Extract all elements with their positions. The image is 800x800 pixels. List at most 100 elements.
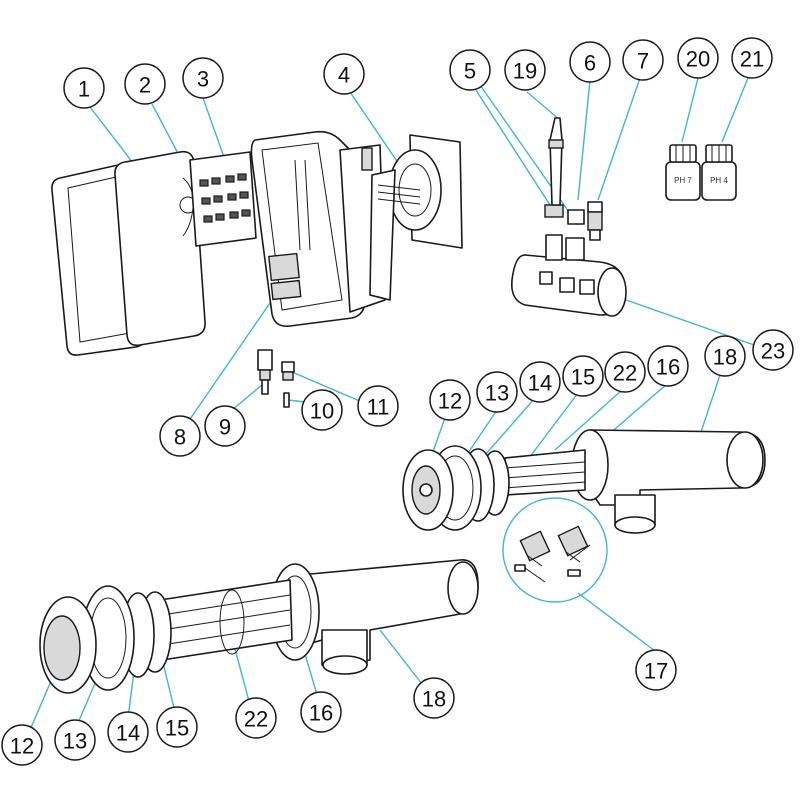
leader-8 (187, 299, 273, 423)
part-7-sensor (587, 201, 603, 241)
leader-11 (291, 371, 363, 403)
callout-11-label: 11 (367, 395, 390, 420)
callout-7: 7 (622, 39, 664, 81)
callout-16-bottom-label: 16 (309, 701, 333, 726)
callout-17: 17 (635, 649, 677, 691)
leader-5b (479, 84, 579, 226)
callout-6-label: 6 (584, 51, 596, 76)
callout-15-bottom: 15 (156, 706, 198, 748)
callout-10-label: 10 (310, 399, 334, 424)
leader-6 (577, 79, 591, 201)
callout-18-bottom-label: 18 (422, 687, 446, 712)
callout-22-bottom-label: 22 (244, 707, 268, 732)
callout-12-right-label: 12 (438, 389, 462, 414)
leader-17 (577, 592, 656, 652)
callout-14-bottom: 14 (107, 711, 149, 753)
callout-markers: 1 2 3 4 5 19 6 7 20 21 23 8 9 10 11 12 1… (1, 37, 794, 766)
part-2-display-cover (114, 150, 206, 347)
callout-6: 6 (569, 41, 611, 83)
leader-19 (526, 91, 561, 121)
callout-12-right: 12 (429, 379, 471, 421)
part-18-cell-body-bottom (299, 559, 479, 675)
callout-20-label: 20 (686, 47, 710, 72)
callout-5: 5 (449, 49, 491, 91)
callout-14-bottom-label: 14 (116, 721, 140, 746)
leader-21 (721, 77, 749, 143)
callout-22-bottom: 22 (235, 697, 277, 739)
part-18-cell-body-right (589, 429, 766, 534)
leader-5a (473, 86, 551, 206)
callout-7-label: 7 (637, 49, 649, 74)
callout-22-right: 22 (604, 351, 646, 393)
callout-4-label: 4 (338, 63, 350, 88)
callout-5-label: 5 (464, 59, 476, 84)
part-6-fitting (565, 209, 585, 261)
callout-13-right-label: 13 (485, 381, 509, 406)
leader-3 (202, 97, 226, 161)
callout-4: 4 (323, 53, 365, 95)
callout-16-bottom: 16 (300, 691, 342, 733)
control-housing (250, 130, 386, 328)
callout-21-label: 21 (740, 47, 764, 72)
callout-23-label: 23 (761, 339, 785, 364)
part-17-bolt-kit (514, 525, 591, 583)
part-23-probe-manifold (510, 254, 627, 317)
callout-22-right-label: 22 (613, 361, 637, 386)
callout-3-label: 3 (197, 67, 209, 92)
callout-1: 1 (63, 67, 105, 109)
part-4-back-bracket (369, 134, 463, 301)
callout-13-right: 13 (476, 371, 518, 413)
callout-18-bottom: 18 (413, 677, 455, 719)
callout-14-right-label: 14 (528, 371, 552, 396)
callout-12-bottom-label: 12 (10, 734, 34, 759)
callout-14-right: 14 (519, 361, 561, 403)
part-10-screw (283, 392, 290, 408)
callout-8-label: 8 (174, 425, 186, 450)
part-22-electrode-right (504, 449, 586, 496)
callout-3: 3 (182, 57, 224, 99)
part-19-probe (548, 117, 564, 206)
part-3-circuit-board (189, 151, 257, 247)
part-5-probe-holder (544, 204, 564, 261)
leader-9 (231, 384, 263, 411)
callout-13-bottom: 13 (54, 719, 96, 761)
part-22-electrode-bottom (159, 579, 293, 661)
callout-11: 11 (357, 385, 399, 427)
callout-2: 2 (124, 63, 166, 105)
callout-16-right-label: 16 (656, 355, 680, 380)
part-12-cap-right (402, 449, 454, 531)
leader-10 (287, 399, 306, 403)
ph4-label: PH 4 (710, 176, 728, 185)
kit-17-outline (502, 497, 608, 603)
callout-10: 10 (301, 389, 343, 431)
callout-15-right-label: 15 (571, 365, 595, 390)
callout-12-bottom: 12 (1, 724, 43, 766)
callout-19: 19 (504, 49, 546, 91)
callout-2-label: 2 (139, 73, 151, 98)
callout-18-right-label: 18 (713, 345, 737, 370)
callout-20: 20 (677, 37, 719, 79)
callout-8: 8 (159, 415, 201, 457)
part-11-gland (281, 361, 295, 381)
callout-17-label: 17 (644, 659, 668, 684)
part-21-ph4-bottle: PH 4 (701, 144, 737, 201)
callout-16-right: 16 (647, 345, 689, 387)
callout-9: 9 (204, 405, 246, 447)
callout-15-right: 15 (562, 355, 604, 397)
leader-18b (379, 629, 423, 685)
callout-15-bottom-label: 15 (165, 716, 189, 741)
callout-13-bottom-label: 13 (63, 729, 87, 754)
leader-14a (484, 397, 536, 456)
leader-7 (597, 77, 641, 201)
callout-1-label: 1 (78, 77, 90, 102)
callout-19-label: 19 (513, 59, 537, 84)
leader-20 (681, 77, 699, 143)
callout-23: 23 (752, 329, 794, 371)
leader-22a (554, 389, 623, 451)
part-9-connector (257, 349, 273, 395)
part-20-ph7-bottle: PH 7 (665, 144, 701, 201)
ph7-label: PH 7 (674, 176, 692, 185)
callout-9-label: 9 (219, 415, 231, 440)
